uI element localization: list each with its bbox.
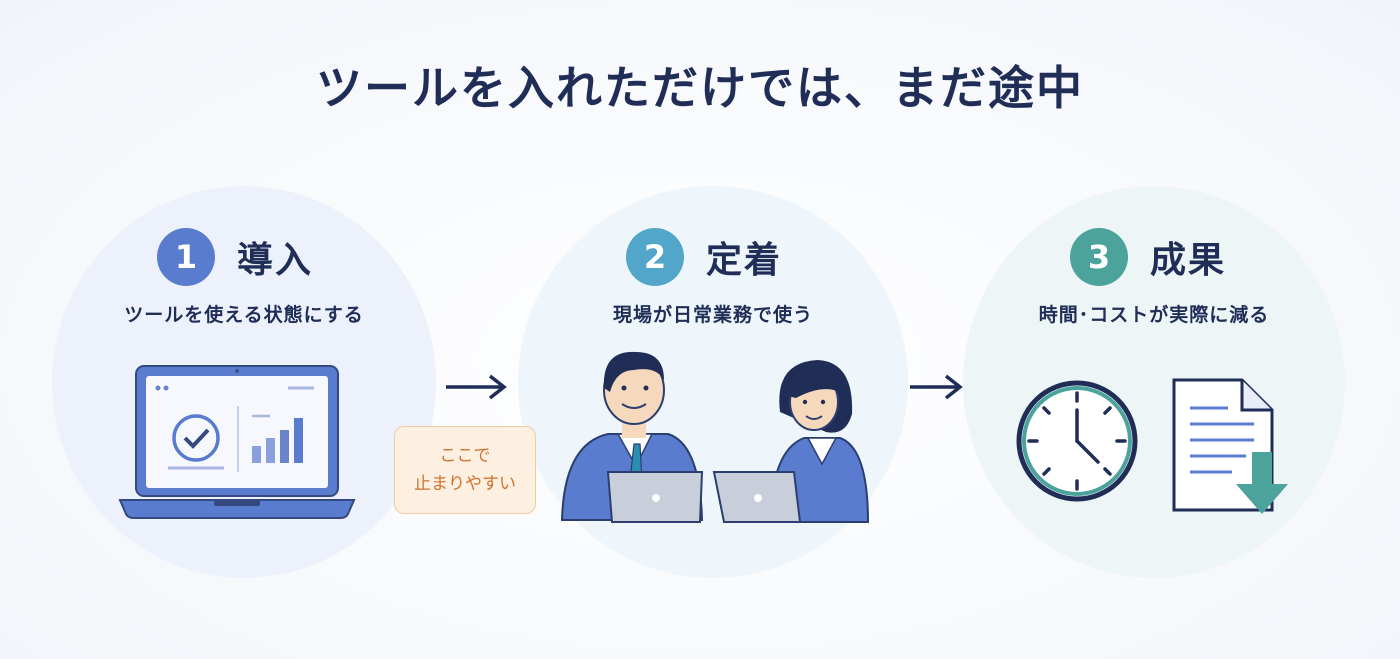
step-1-title: 導入 [237, 240, 314, 281]
step-1-description: ツールを使える状態にする [124, 304, 364, 326]
step-2-description: 現場が日常業務で使う [612, 304, 813, 326]
step-1-number: 1 [157, 228, 215, 286]
document-download-icon [1172, 378, 1288, 514]
laptop-dashboard-icon [118, 365, 356, 519]
step-2-number: 2 [626, 228, 684, 286]
step-1-header: 1 導入 [157, 228, 313, 286]
page-title: ツールを入れただけでは、まだ途中 [316, 61, 1084, 115]
step-3-header: 3 成果 [1070, 228, 1226, 286]
note-line-2: 止まりやすい [414, 474, 516, 494]
step-3-number: 3 [1070, 228, 1128, 286]
stall-warning-note: ここで 止まりやすい [394, 426, 536, 514]
note-line-1: ここで [439, 446, 491, 466]
step-3-title: 成果 [1150, 240, 1227, 281]
step-3-background [963, 186, 1345, 578]
step-2-header: 2 定着 [626, 228, 782, 286]
coworkers-with-laptops-icon [560, 351, 870, 523]
arrow-right-icon [910, 374, 963, 400]
step-2-title: 定着 [706, 240, 783, 281]
arrow-right-icon [446, 374, 507, 400]
clock-icon [1016, 380, 1138, 502]
step-3-description: 時間･コストが実際に減る [1038, 304, 1270, 326]
